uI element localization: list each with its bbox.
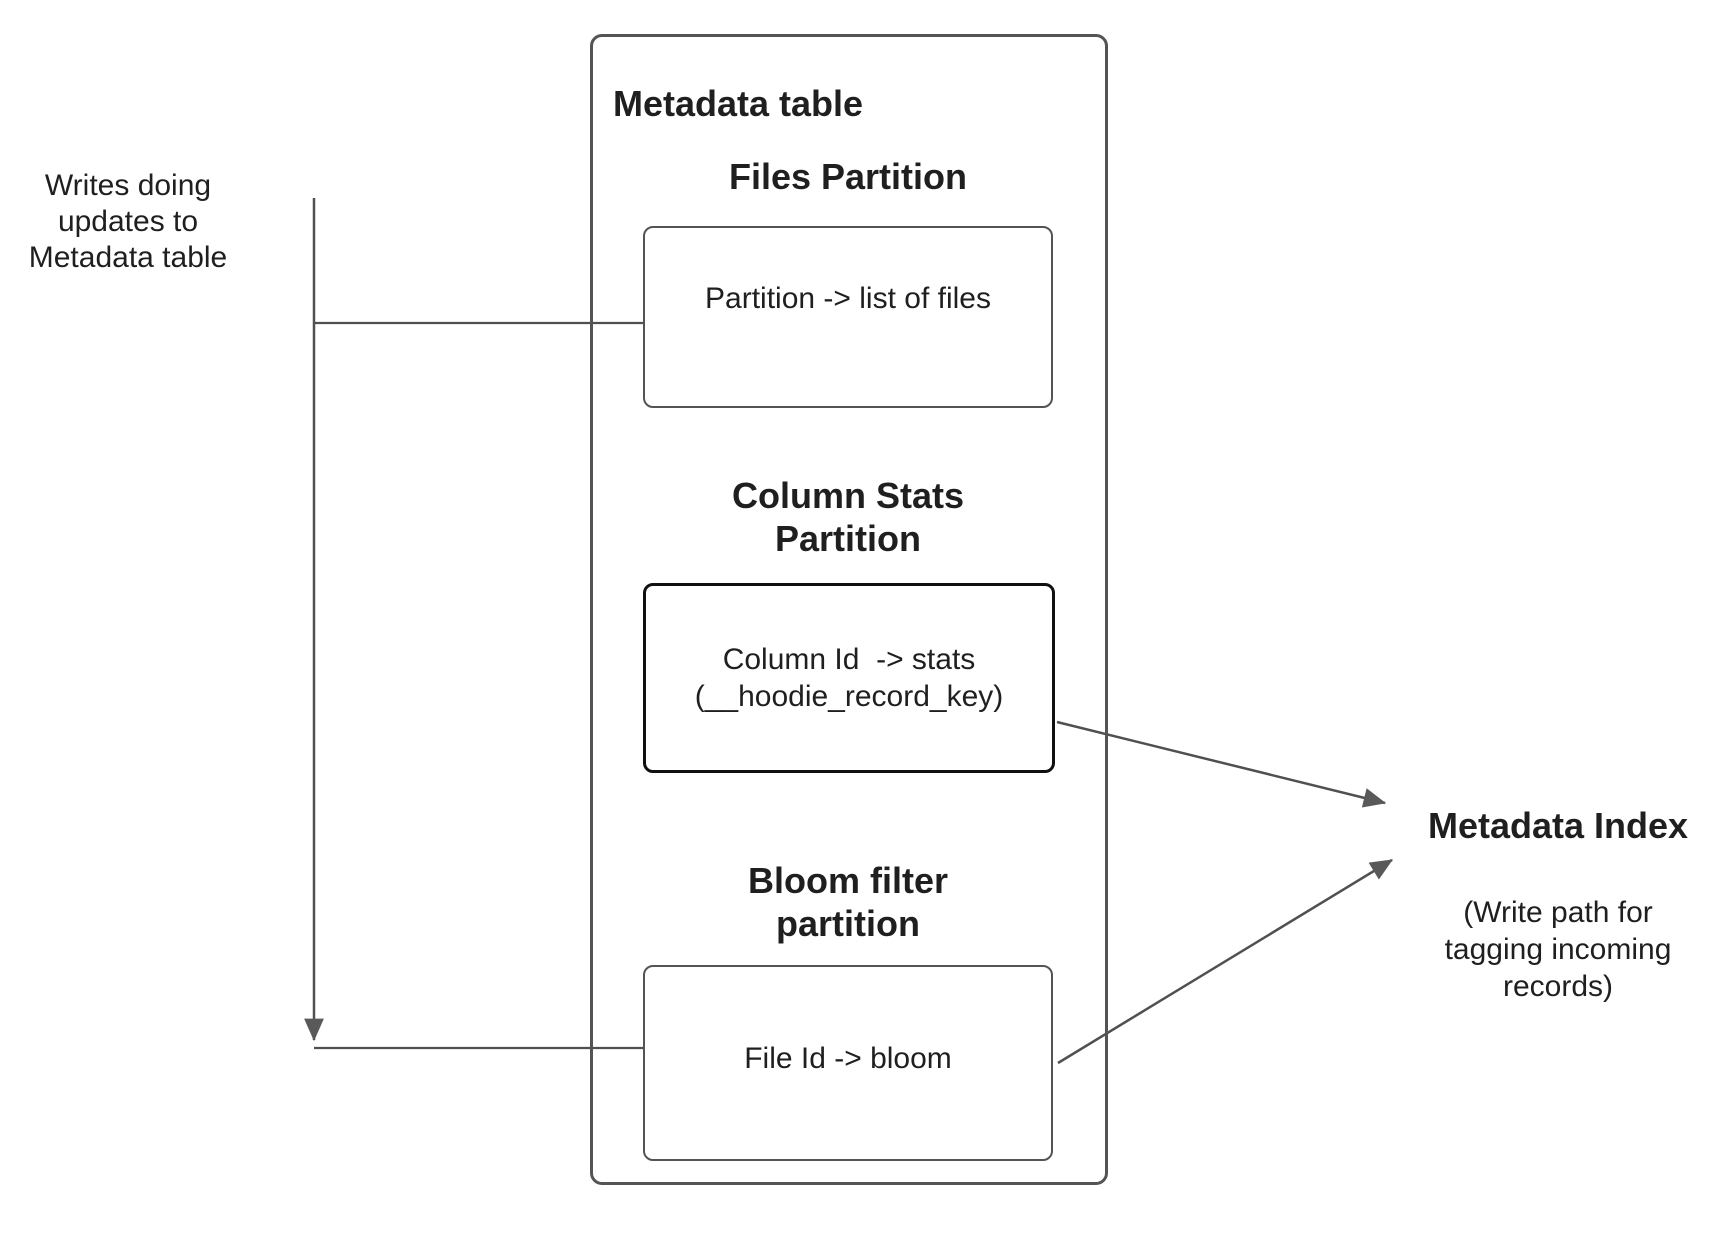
files-partition-heading: Files Partition [728,156,968,197]
metadata-table-title: Metadata table [613,83,864,124]
bloom-to-index-arrow [1057,858,1393,1065]
column-stats-partition-heading: Column Stats Partition [731,475,964,559]
column-stats-partition-box: Column Id -> stats (__hoodie_record_key) [643,583,1055,773]
bloom-filter-mapping: File Id -> bloom [744,1041,952,1075]
bloom-filter-partition-heading: Bloom filter partition [747,860,948,944]
metadata-table-box [590,34,1108,1185]
metadata-index-caption: (Write path for tagging incoming records… [1444,896,1672,1003]
bloom-filter-partition-box: File Id -> bloom [643,965,1053,1161]
files-partition-box: Partition -> list of files [643,226,1053,408]
metadata-index-title: Metadata Index [1427,805,1689,846]
column-stats-mapping: Column Id -> stats (__hoodie_record_key) [694,643,1004,713]
files-partition-mapping: Partition -> list of files [705,281,991,315]
writes-note: Writes doing updates to Metadata table [28,169,228,274]
